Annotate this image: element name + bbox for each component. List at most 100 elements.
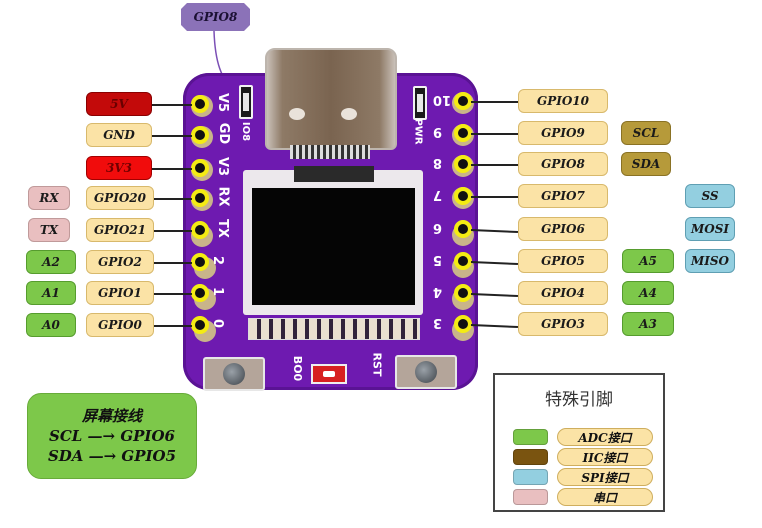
legend-title: 特殊引脚 [545, 390, 613, 410]
pin-label-3v3: 3V3 [86, 156, 152, 180]
spi-label-miso: MISO [685, 249, 735, 273]
silk-7: 0 [210, 318, 226, 329]
screen-wiring-note: 屏幕接线 SCL —→ GPIO6 SDA —→ GPIO5 [27, 393, 197, 479]
pin-gpio1 [191, 284, 209, 302]
legend-label: ADC接口 [557, 428, 653, 446]
reset-button[interactable] [395, 355, 457, 389]
legend-swatch [513, 469, 548, 485]
pin-label-gpio1: GPIO1 [86, 281, 154, 305]
pin-3v3 [191, 159, 209, 177]
leader-line [154, 293, 192, 295]
alt-label-rx: RX [28, 186, 70, 210]
silk-6: 1 [210, 286, 226, 297]
usb-solder-pins [290, 145, 370, 159]
pin-5v [191, 95, 209, 113]
pwr-led [413, 86, 427, 120]
pin-label-gpio7: GPIO7 [518, 184, 608, 208]
pin-gpio4 [454, 284, 472, 302]
silk-r5: 5 [433, 252, 443, 267]
pin-label-gpio2: GPIO2 [86, 250, 154, 274]
iic-label-scl: SCL [621, 121, 671, 145]
silk-0: V5 [215, 92, 231, 113]
legend-swatch [513, 449, 548, 465]
leader-line [471, 101, 518, 103]
silk-boot: BO0 [291, 355, 305, 382]
switch[interactable] [311, 364, 347, 384]
leader-line [154, 262, 192, 264]
silk-1: GD [216, 122, 232, 145]
leader-line [471, 164, 518, 166]
pin-label-gpio5: GPIO5 [518, 249, 608, 273]
pin-label-gpio6: GPIO6 [518, 217, 608, 241]
io8-led [239, 85, 253, 119]
legend-swatch [513, 489, 548, 505]
silk-r6: 4 [433, 284, 443, 299]
legend-label: SPI接口 [557, 468, 653, 486]
pin-label-gpio20: GPIO20 [86, 186, 154, 210]
legend-label: 串口 [557, 488, 653, 506]
pin-label-gpio8: GPIO8 [518, 152, 608, 176]
leader-line [154, 198, 192, 200]
pin-label-gpio21: GPIO21 [86, 218, 154, 242]
boot-button[interactable] [203, 357, 265, 391]
silk-3: RX [215, 186, 231, 207]
pin-gpio0 [191, 316, 209, 334]
gpio8-callout: GPIO8 [181, 3, 250, 31]
adc-label-a5: A5 [622, 249, 674, 273]
pin-gpio8 [454, 155, 472, 173]
oled-screen [252, 188, 415, 305]
adc-label-a3: A3 [622, 312, 674, 336]
pin-gpio9 [454, 124, 472, 142]
leader-line [152, 168, 192, 170]
pin-gpio6 [454, 220, 472, 238]
pin-gnd [191, 126, 209, 144]
pin-gpio5 [454, 252, 472, 270]
alt-label-a0: A0 [26, 313, 76, 337]
pin-label-5v: 5V [86, 92, 152, 116]
leader-line [152, 104, 192, 106]
legend-item-adc: ADC接口 [513, 428, 653, 447]
leader-line [154, 230, 192, 232]
pin-gpio7 [454, 187, 472, 205]
screen-wiring-line-sda: SDA —→ GPIO5 [47, 447, 177, 465]
pin-label-gnd: GND [86, 123, 152, 147]
silk-r7: 3 [433, 315, 443, 330]
pin-label-gpio3: GPIO3 [518, 312, 608, 336]
legend: 特殊引脚 ADC接口 IIC接口 SPI接口 串口 [493, 373, 665, 512]
silk-r0: 10 [433, 92, 452, 107]
silk-r1: 9 [433, 124, 443, 139]
spi-label-mosi: MOSI [685, 217, 735, 241]
silk-r2: 8 [433, 155, 443, 170]
silk-r4: 6 [433, 220, 443, 235]
silk-r3: 7 [433, 187, 443, 202]
pin-gpio3 [454, 315, 472, 333]
adc-label-a4: A4 [622, 281, 674, 305]
iic-label-sda: SDA [621, 152, 671, 176]
legend-item-spi: SPI接口 [513, 468, 653, 487]
legend-label: IIC接口 [557, 448, 653, 466]
screen-wiring-line-scl: SCL —→ GPIO6 [49, 427, 175, 445]
silk-2: V3 [215, 156, 231, 177]
pin-gpio2 [191, 253, 209, 271]
legend-item-iic: IIC接口 [513, 448, 653, 467]
silk-4: TX [214, 219, 230, 238]
leader-line [152, 135, 192, 137]
silk-pwr: PWR [412, 118, 424, 145]
legend-swatch [513, 429, 548, 445]
oled-flex-cable [294, 166, 374, 182]
pin-gpio10 [454, 92, 472, 110]
pin-gpio20 [191, 189, 209, 207]
leader-line [154, 325, 192, 327]
spi-label-ss: SS [685, 184, 735, 208]
pin-label-gpio10: GPIO10 [518, 89, 608, 113]
silk-reset: RST [370, 352, 384, 377]
alt-label-tx: TX [28, 218, 70, 242]
pin-label-gpio9: GPIO9 [518, 121, 608, 145]
usb-c-connector [265, 48, 397, 150]
alt-label-a2: A2 [26, 250, 76, 274]
oled-pads [248, 318, 420, 340]
alt-label-a1: A1 [26, 281, 76, 305]
pin-label-gpio0: GPIO0 [86, 313, 154, 337]
silk-io8: IO8 [240, 121, 252, 142]
leader-line [471, 133, 518, 135]
